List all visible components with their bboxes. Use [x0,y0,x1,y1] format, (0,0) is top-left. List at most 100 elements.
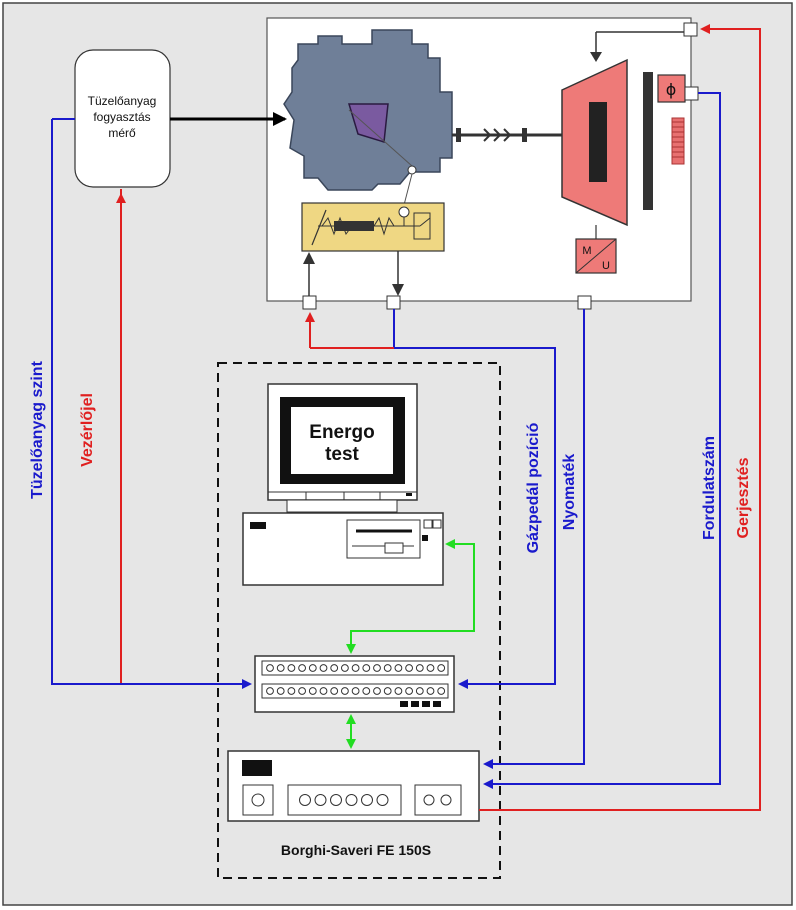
actuator-spring-right [373,216,395,236]
mu-diagonal [575,238,617,274]
io-terminal [426,687,435,695]
io-terminal [308,664,317,672]
controller-port-right [414,784,462,816]
io-terminal [319,664,328,672]
fuel-meter-line3: mérő [108,126,136,140]
io-terminal [437,664,446,672]
pc-drive-button [384,542,404,554]
io-terminal [330,687,339,695]
io-terminal [319,687,328,695]
io-terminal [287,664,296,672]
fuel-meter-line1: Tüzelőanyag [88,94,157,108]
coupling-chevrons [483,128,512,142]
io-terminal [287,687,296,695]
dyno-torque-arm [643,72,653,210]
linkage-pivot [407,165,417,175]
monitor-power-led [406,493,412,496]
mu-u-label: U [602,260,610,272]
throttle-actuator [301,202,445,252]
dyno-feed-arrowhead [590,52,602,62]
pc-led2 [432,519,442,529]
controller-connector [361,794,373,806]
connector-torque [577,295,592,310]
io-holes-top [266,664,446,672]
monitor-title-line1: Energo [309,422,374,443]
io-terminal [276,664,285,672]
io-terminal [405,664,414,672]
torque-line [483,309,585,769]
io-led3 [422,701,430,707]
label-fuel-level: Tüzelőanyag szint [29,360,46,498]
pedal-position-line [393,309,556,689]
coupling-left [456,128,461,142]
monitor-stand [286,499,398,513]
controller-connector [314,794,327,806]
engine [283,29,453,206]
io-terminal [437,687,446,695]
actuator-valve [413,212,431,240]
rpm-line [483,92,721,789]
gear-teeth [672,121,684,158]
throttle-linkage [348,109,413,167]
coupling-right [522,128,527,142]
engine-throttle [347,103,389,143]
io-terminal [298,687,307,695]
io-terminal [394,664,403,672]
connector-rpm [684,86,699,101]
monitor-screen [291,407,393,474]
fuel-meter: Tüzelőanyag fogyasztás mérő [74,49,171,188]
pc-monitor: Energo test [267,383,418,513]
io-led4 [433,701,441,707]
io-terminal [383,687,392,695]
label-excitation: Gerjesztés [735,457,752,538]
connector-control [302,295,317,310]
io-terminal [415,664,424,672]
actuator-plate [311,209,327,246]
fuel-level-line [51,119,252,689]
io-terminal [394,687,403,695]
label-rpm: Fordulatszám [701,436,718,540]
pc-power-button [250,522,266,529]
controller-right-connector2 [440,794,452,806]
pc-case [242,512,444,586]
controller-display [242,760,272,776]
io-terminal [383,664,392,672]
control-unit-frame [217,362,501,879]
io-row1 [261,660,449,676]
io-led1 [400,701,408,707]
fuel-meter-line2: fogyasztás [93,110,150,124]
controller-connector [330,794,342,806]
io-terminal [373,687,381,695]
io-terminal [351,687,360,695]
connector-excitation [683,22,698,37]
io-terminal [266,687,274,695]
io-terminal [308,687,317,695]
pc-led3 [422,535,428,541]
actuator-valve-line [419,217,431,227]
mu-m-label: M [582,245,591,257]
label-torque: Nyomaték [561,454,578,531]
controller-connector [376,794,389,806]
io-terminal [330,664,339,672]
pc-led1 [423,519,433,529]
io-terminal [341,687,349,695]
pc-drive-bay [346,519,421,559]
io-led2 [411,701,419,707]
actuator-sensor-dot [398,206,410,218]
io-terminal [405,687,414,695]
dyno-controller: Borghi-Saveri FE 150S [227,750,480,858]
io-terminal [362,687,371,695]
controller-connectors [299,794,389,806]
io-terminal [373,664,381,672]
io-terminal [298,664,307,672]
connector-pedal [386,295,401,310]
io-terminal [276,687,285,695]
excitation-line [479,24,761,811]
controller-right-connector1 [423,794,435,806]
io-row2 [261,683,449,699]
linkage-rod [403,173,413,206]
monitor-title-line2: test [325,444,359,465]
controller-connector [299,794,311,806]
